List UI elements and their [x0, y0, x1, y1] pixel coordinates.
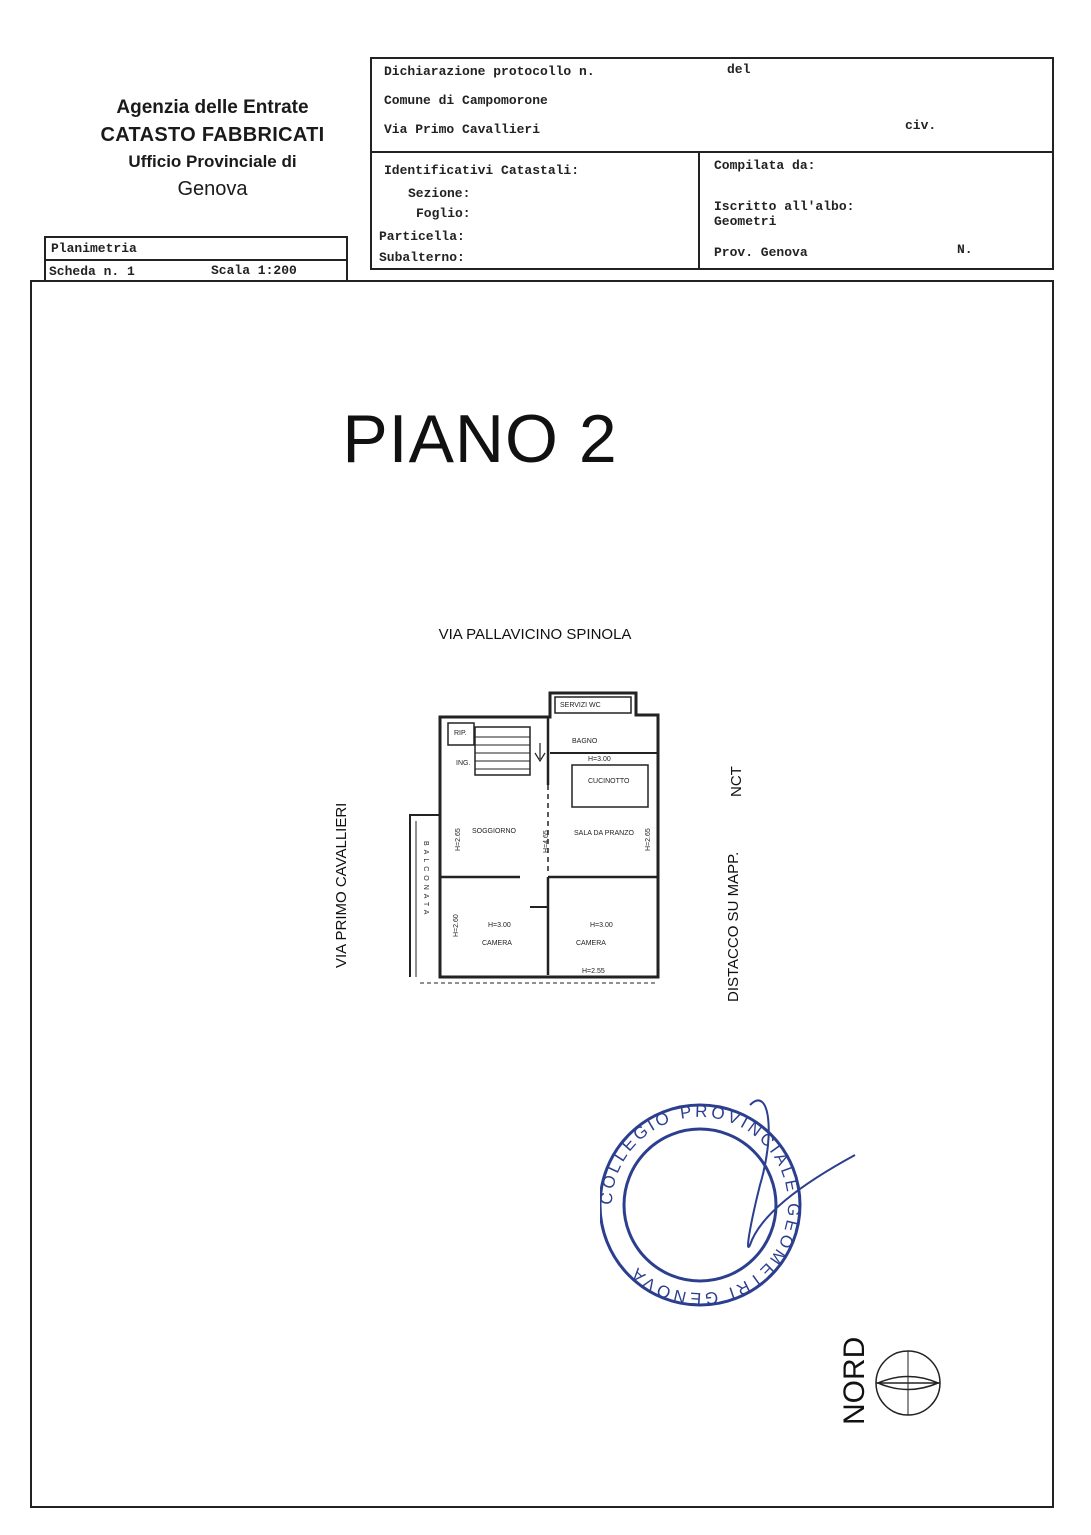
room-rip: RIP. — [454, 730, 467, 737]
room-ing: ING. — [456, 760, 470, 767]
particella-label: Particella: — [379, 229, 465, 244]
floor-plan: SERVIZI WC RIP. ING. BAGNO H=3.00 CUCINO… — [409, 691, 660, 984]
north-label: NORD — [838, 1336, 871, 1425]
room-servizi-wc: SERVIZI WC — [560, 702, 601, 709]
foglio-label: Foglio: — [416, 206, 471, 221]
stair-arrow-icon — [534, 743, 546, 763]
street-top-label: VIA PALLAVICINO SPINOLA — [438, 626, 632, 643]
nct-label: NCT — [728, 766, 745, 797]
geometri-stamp: COLLEGIO PROVINCIALE GEOMETRI GENOVA — [600, 1099, 856, 1308]
room-sala-da-pranzo: SALA DA PRANZO — [574, 830, 634, 837]
agency-name: Agenzia delle Entrate — [116, 97, 309, 118]
height-soggiorno: H=2.65 — [455, 828, 462, 851]
del-label: del — [727, 62, 751, 77]
north-arrow-icon — [875, 1350, 941, 1416]
drawing-frame — [30, 280, 1054, 1508]
agency-header: Agenzia delle Entrate CATASTO FABBRICATI… — [60, 95, 365, 203]
height-bottom: H=2.55 — [582, 968, 605, 975]
height-bagno: H=3.00 — [588, 756, 611, 763]
n-label: N. — [957, 242, 973, 257]
compilata-label: Compilata da: — [714, 158, 816, 173]
planimetria-divider — [44, 259, 348, 261]
sezione-label: Sezione: — [408, 186, 471, 201]
scala-label: Scala 1:200 — [211, 263, 297, 278]
floor-title: PIANO 2 — [342, 401, 618, 477]
balconata-label: BALCONATA — [422, 841, 429, 918]
subalterno-label: Subalterno: — [379, 250, 465, 265]
room-camera-1: CAMERA — [482, 940, 512, 947]
albo-value: Geometri — [714, 214, 777, 229]
height-balcone: H=2.60 — [453, 914, 460, 937]
signature-mark — [747, 1099, 856, 1248]
office-label: Ufficio Provinciale di — [128, 152, 297, 171]
room-cucinotto: CUCINOTTO — [588, 778, 630, 785]
height-centro: H=4.65 — [543, 830, 550, 853]
civ-label: civ. — [905, 118, 937, 133]
declaration-label: Dichiarazione protocollo n. — [384, 64, 595, 79]
address-label: Via Primo Cavallieri — [384, 122, 541, 137]
street-left-label: VIA PRIMO CAVALLIERI — [333, 802, 350, 968]
height-camera-2: H=3.00 — [590, 922, 613, 929]
identifiers-label: Identificativi Catastali: — [384, 163, 580, 178]
catasto-title: CATASTO FABBRICATI — [100, 124, 325, 146]
office-city: Genova — [177, 178, 248, 200]
room-camera-2: CAMERA — [576, 940, 606, 947]
height-pranzo: H=2.65 — [645, 828, 652, 851]
planimetria-label: Planimetria — [51, 241, 137, 256]
identifiers-divider — [698, 151, 700, 270]
distacco-label: DISTACCO SU MAPP. — [725, 851, 742, 1002]
prov-label: Prov. Genova — [714, 245, 808, 260]
comune-label: Comune di Campomorone — [384, 93, 548, 108]
iscritto-label: Iscritto all'albo: — [714, 199, 855, 214]
room-bagno: BAGNO — [572, 738, 598, 745]
height-camera-1: H=3.00 — [488, 922, 511, 929]
scheda-label: Scheda n. 1 — [49, 264, 135, 279]
room-soggiorno: SOGGIORNO — [472, 828, 517, 835]
identifiers-box — [370, 151, 1054, 270]
